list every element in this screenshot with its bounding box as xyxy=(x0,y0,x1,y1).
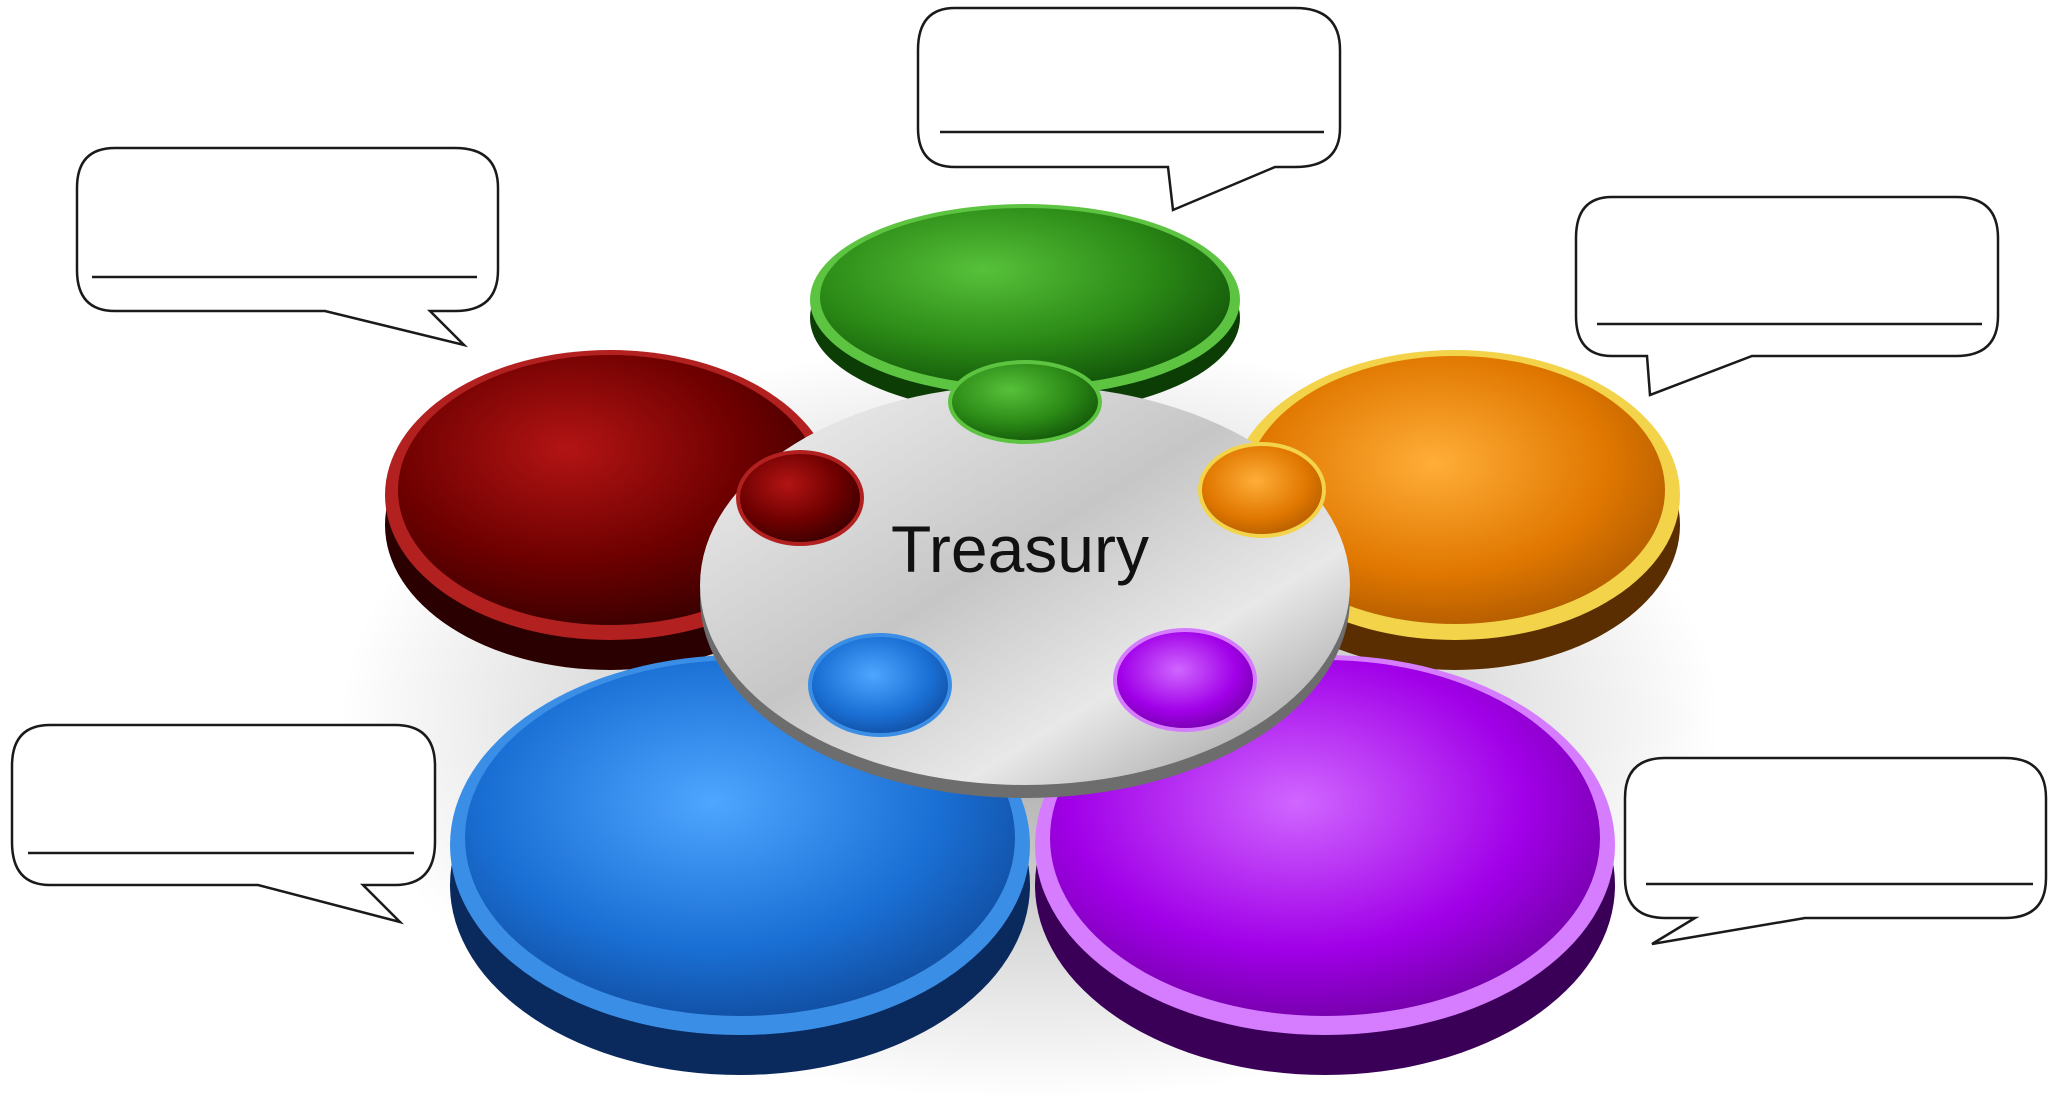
center-piece: Treasury xyxy=(700,360,1350,798)
callout-top[interactable] xyxy=(916,6,1342,212)
petal-top xyxy=(810,204,1240,414)
callout-lower-left[interactable] xyxy=(10,723,437,925)
petal-lower-left xyxy=(450,655,1030,1075)
callout-upper-left[interactable] xyxy=(75,146,500,348)
callout-lower-right[interactable] xyxy=(1623,756,2048,946)
callout-upper-right[interactable] xyxy=(1574,195,2000,397)
center-label: Treasury xyxy=(891,512,1149,586)
petal-lower-right xyxy=(1035,655,1615,1075)
